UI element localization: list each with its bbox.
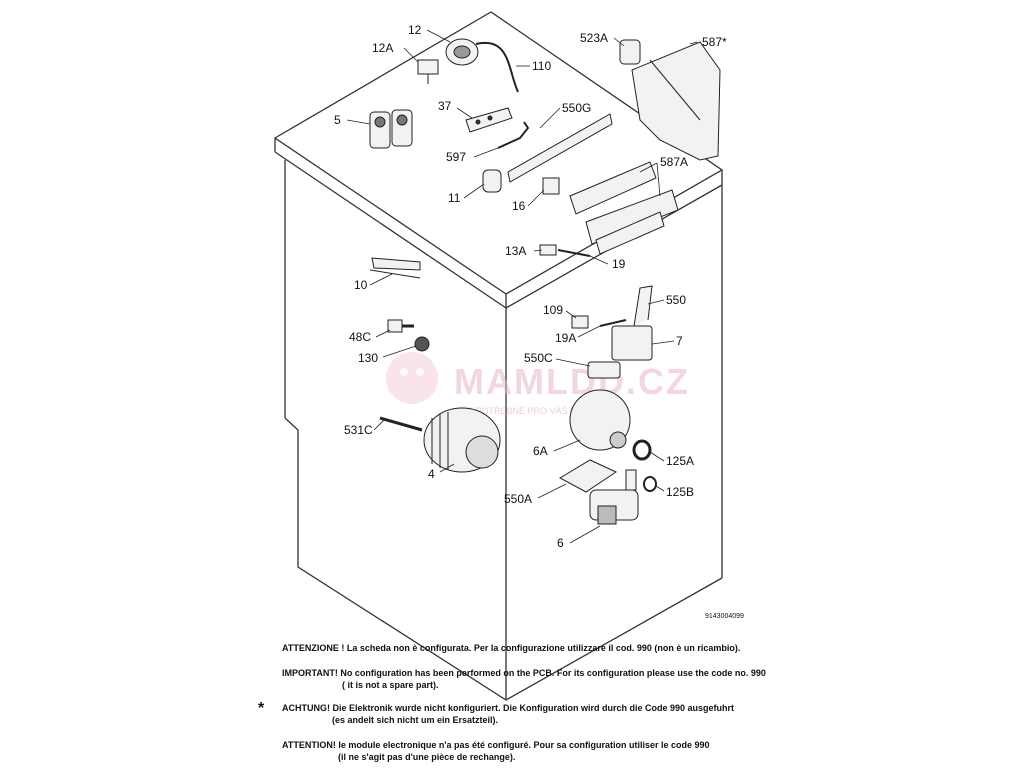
callout-587-star: 587* [702, 35, 727, 49]
board-550g-part [507, 113, 613, 183]
doc-code: 9143004099 [705, 613, 744, 620]
callout-6: 6 [557, 536, 564, 550]
bolt-48c-part [387, 319, 414, 333]
callout-37: 37 [438, 99, 452, 113]
callout-550g: 550G [562, 101, 591, 115]
callout-7: 7 [676, 334, 683, 348]
door-lock-part [611, 285, 653, 361]
callout-597: 597 [446, 150, 466, 164]
pressure-switch-part [445, 38, 519, 93]
callout-6a: 6A [533, 444, 548, 458]
pump-body-part [569, 389, 631, 451]
switch-16-part [542, 177, 560, 195]
asterisk-marker: * [258, 700, 265, 717]
screw-531c-part [379, 416, 423, 432]
watermark-tagline: VŠE POTŘEBNÉ PRO VÁŠ DOMÁCNOST [455, 406, 629, 416]
callout-10: 10 [354, 278, 368, 292]
callout-4: 4 [428, 467, 435, 481]
callout-523a: 523A [580, 31, 608, 45]
note-english: IMPORTANT! No configuration has been per… [282, 667, 766, 691]
drain-pump-part [589, 469, 639, 525]
callout-587a: 587A [660, 155, 688, 169]
wire-19a-part [599, 319, 627, 327]
note-french-line2: (il ne s'agit pas d'une pièce de rechang… [338, 752, 516, 762]
heater-part [369, 257, 421, 279]
callout-109: 109 [543, 303, 563, 317]
callout-550a: 550A [504, 492, 532, 506]
callout-550: 550 [666, 293, 686, 307]
knob-523a-part [619, 39, 641, 65]
callout-11: 11 [448, 191, 461, 205]
note-french-line1: ATTENTION! le module electronique n'a pa… [282, 740, 710, 750]
parts [369, 38, 721, 525]
callout-550c: 550C [524, 351, 553, 365]
callout-531c: 531C [344, 423, 373, 437]
wire-19-part [557, 249, 591, 257]
note-italian-line1: ATTENZIONE ! La scheda non è configurata… [282, 643, 741, 653]
callout-110: 110 [532, 59, 551, 73]
note-english-line2: ( it is not a spare part). [342, 680, 439, 690]
connector-37-part [465, 107, 513, 133]
watermark: MAMLDD.CZ VŠE POTŘEBNÉ PRO VÁŠ DOMÁCNOST [386, 352, 690, 416]
callout-125a: 125A [666, 454, 694, 468]
note-german-line2: (es andelt sich nicht um ein Ersatzteil)… [332, 715, 499, 725]
control-panel-587-part [631, 41, 721, 161]
leader-lines [346, 29, 698, 544]
callout-19a: 19A [555, 331, 576, 345]
callout-13a: 13A [505, 244, 526, 258]
note-english-line1: IMPORTANT! No configuration has been per… [282, 668, 766, 678]
seal-125b-part [643, 476, 657, 492]
level-sensor-part [417, 59, 439, 84]
callout-130: 130 [358, 351, 378, 365]
clip-597-part [497, 121, 530, 149]
callout-12a: 12A [372, 41, 393, 55]
seal-125a-part [632, 439, 652, 461]
capacitor-part [482, 169, 502, 193]
callout-labels: 12 12A 110 5 37 550G 597 11 16 523A 587*… [334, 23, 744, 620]
pcb-587a-part [569, 161, 679, 255]
connector-13a-part [539, 244, 557, 256]
callout-5: 5 [334, 113, 341, 127]
inlet-valve-part [369, 109, 413, 149]
callout-125b: 125B [666, 485, 694, 499]
cover-550a-part [558, 459, 618, 493]
cover-550c-part [587, 361, 621, 379]
callout-16: 16 [512, 199, 526, 213]
nut-130-part [414, 336, 430, 352]
watermark-brand: MAMLDD.CZ [454, 361, 690, 402]
note-italian: ATTENZIONE ! La scheda non è configurata… [282, 642, 740, 654]
bracket-109-part [571, 315, 589, 329]
note-german: ACHTUNG! Die Elektronik wurde nicht konf… [282, 702, 734, 726]
note-french: ATTENTION! le module electronique n'a pa… [282, 739, 710, 763]
callout-19: 19 [612, 257, 626, 271]
callout-48c: 48C [349, 330, 371, 344]
note-german-line1: ACHTUNG! Die Elektronik wurde nicht konf… [282, 703, 735, 713]
motor-part [423, 407, 501, 473]
callout-12: 12 [408, 23, 422, 37]
